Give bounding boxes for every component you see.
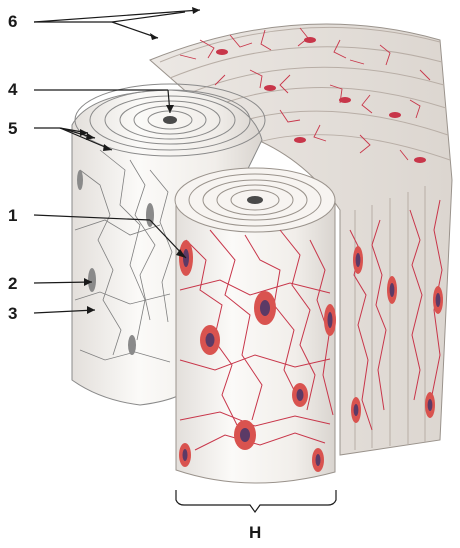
label-1: 1	[8, 206, 17, 225]
label-4: 4	[8, 80, 18, 99]
caption-h: H	[249, 523, 261, 542]
label-2: 2	[8, 274, 17, 293]
label-5: 5	[8, 119, 17, 138]
label-3: 3	[8, 304, 17, 323]
h-bracket	[176, 490, 336, 512]
label-6: 6	[8, 12, 17, 31]
stained-osteon	[175, 168, 336, 483]
